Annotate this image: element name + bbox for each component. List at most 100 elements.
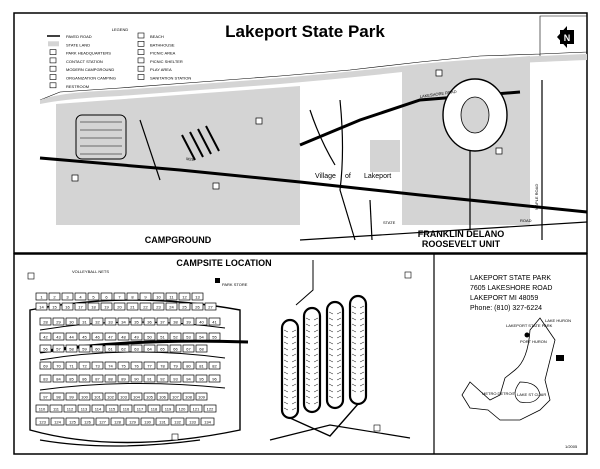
- campsite-number: 109: [198, 394, 205, 399]
- campsite-lot: [191, 292, 204, 301]
- campsite-spur: [313, 377, 319, 381]
- campsite-number: 14: [39, 304, 44, 309]
- campsite-spur: [313, 323, 319, 327]
- campsite-spur: [283, 407, 289, 411]
- state-land-parcel: [370, 140, 400, 172]
- campsite-spur: [313, 359, 319, 363]
- campsite-lot: [39, 392, 52, 401]
- campsite-number: 89: [121, 376, 126, 381]
- campsite-spur: [351, 311, 357, 315]
- campsite-number: 37: [160, 319, 165, 324]
- campsite-lot: [130, 374, 143, 383]
- east-access-road: [295, 260, 314, 306]
- campsite-number: 10: [156, 294, 161, 299]
- campsite-spur: [328, 353, 334, 357]
- campsite-lot: [143, 317, 156, 326]
- campsite-lot: [195, 392, 208, 401]
- campsite-spur: [336, 353, 342, 357]
- campsite-number: 125: [69, 419, 76, 424]
- campsite-lot: [39, 317, 52, 326]
- campground-road-row3: [39, 382, 226, 391]
- overview-map: M25 LAKESHORE ROAD MAPLE ROAD STATE ROAD…: [39, 15, 588, 249]
- campsite-number: 118: [151, 406, 158, 411]
- campsite-number: 2: [53, 294, 56, 299]
- locator-inset: LAKEPORT STATE PARK LAKE HURON PORT HURO…: [461, 317, 571, 421]
- campsite-number: 4: [79, 294, 82, 299]
- campsite-lot: [169, 392, 182, 401]
- campsite-spur: [305, 335, 311, 339]
- campsite-lot: [35, 292, 48, 301]
- campsite-number: 56: [43, 346, 48, 351]
- restroom-icon: [255, 117, 263, 125]
- label-m25: M25: [186, 156, 195, 162]
- campsite-spur: [359, 365, 365, 369]
- campsite-lot: [195, 374, 208, 383]
- campsite-number: 39: [186, 319, 191, 324]
- campsite-spur: [283, 395, 289, 399]
- campsite-number: 51: [160, 334, 165, 339]
- campsite-lot: [63, 404, 77, 413]
- campsite-lot: [156, 317, 169, 326]
- campsite-spur: [291, 329, 297, 333]
- campsite-spur: [351, 353, 357, 357]
- campsite-spur: [359, 353, 365, 357]
- campsite-spur: [283, 383, 289, 387]
- campsite-lot: [182, 344, 195, 353]
- campsite-number: 78: [160, 363, 165, 368]
- campsite-number: 119: [165, 406, 172, 411]
- campsite-spur: [328, 383, 334, 387]
- campsite-lot: [117, 361, 130, 370]
- campsite-lot: [39, 374, 52, 383]
- campsite-lot: [39, 344, 52, 353]
- campsite-number: 62: [121, 346, 126, 351]
- campsite-spur: [291, 347, 297, 351]
- campsite-number: 28: [43, 319, 48, 324]
- campsite-spur: [313, 383, 319, 387]
- campsite-lot: [169, 344, 182, 353]
- legend-item-label: STATE LAND: [66, 42, 90, 47]
- campsite-number: 102: [107, 394, 114, 399]
- legend-item-label: PICNIC AREA: [150, 51, 176, 56]
- campsite-spur: [359, 317, 365, 321]
- campsite-spur: [328, 395, 334, 399]
- campsite-number: 79: [173, 363, 178, 368]
- campsite-lot: [104, 317, 117, 326]
- campsite-lot: [117, 332, 130, 341]
- campsite-number: 35: [134, 319, 139, 324]
- campsite-spur: [313, 353, 319, 357]
- campsite-spur: [328, 359, 334, 363]
- campsite-spur: [336, 365, 342, 369]
- campsite-lot: [178, 302, 191, 311]
- campsite-spur: [336, 341, 342, 345]
- campsite-number: 6: [105, 294, 108, 299]
- campsite-number: 67: [186, 346, 191, 351]
- campsite-number: 74: [108, 363, 113, 368]
- campsite-lot: [117, 317, 130, 326]
- detail-frame: [13, 253, 588, 455]
- finger-loop-connector: [289, 403, 359, 437]
- campsite-spur: [291, 401, 297, 405]
- campsite-lot: [91, 361, 104, 370]
- campsite-lot: [61, 292, 74, 301]
- inset-detroit-label: METRO DETROIT: [482, 391, 516, 396]
- campsite-number: 24: [169, 304, 174, 309]
- campsite-number: 121: [193, 406, 200, 411]
- legend-item-label: RESTROOM: [66, 84, 89, 89]
- state-road: [299, 221, 588, 241]
- campsite-number: 16: [65, 304, 70, 309]
- campsite-number: 21: [130, 304, 135, 309]
- campsite-number: 100: [81, 394, 88, 399]
- campsite-spur: [313, 401, 319, 405]
- inset-north-icon: [556, 355, 564, 361]
- campsite-number: 12: [182, 294, 187, 299]
- campsite-lot: [65, 332, 78, 341]
- campsite-number: 55: [212, 334, 217, 339]
- campsite-lot: [182, 317, 195, 326]
- campsite-spur: [328, 371, 334, 375]
- campsite-lot: [143, 392, 156, 401]
- campsite-lot: [65, 361, 78, 370]
- campsite-spur: [351, 341, 357, 345]
- campsite-spur: [291, 335, 297, 339]
